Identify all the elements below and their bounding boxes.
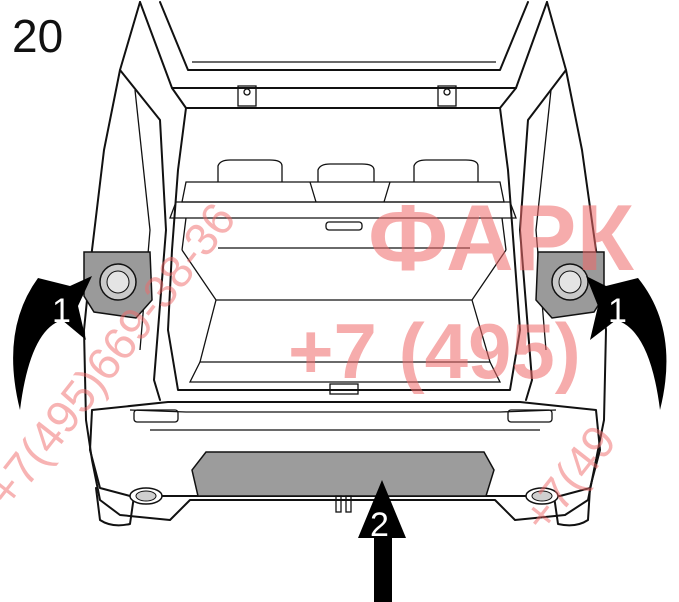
bumper-scuff-panel [191,451,495,497]
left-exhaust [129,487,163,505]
right-curved-arrow: 1 [586,276,667,410]
watermark-brand: ФАРК [368,185,634,290]
left-tyre [95,487,135,527]
right-tyre [553,487,591,527]
rear-bumper [89,401,601,497]
right-taillight [535,251,605,319]
cargo-opening [167,107,521,391]
cargo-cover [169,201,517,251]
callout-right: 1 [608,292,627,330]
left-taillight [83,251,153,319]
left-curved-arrow: 1 [13,276,93,410]
cargo-floor [181,247,507,395]
right-exhaust [525,487,559,505]
open-tailgate [139,1,548,109]
watermark-phone: +7 (495) [288,307,581,395]
step-number: 20 [12,10,63,62]
bottom-straight-arrow: 2 [358,480,406,602]
tow-hitch [335,495,352,513]
callout-bottom: 2 [370,506,389,544]
callout-left: 1 [52,292,71,330]
watermark-diagonal-phone-right: +7(49 [512,415,626,541]
